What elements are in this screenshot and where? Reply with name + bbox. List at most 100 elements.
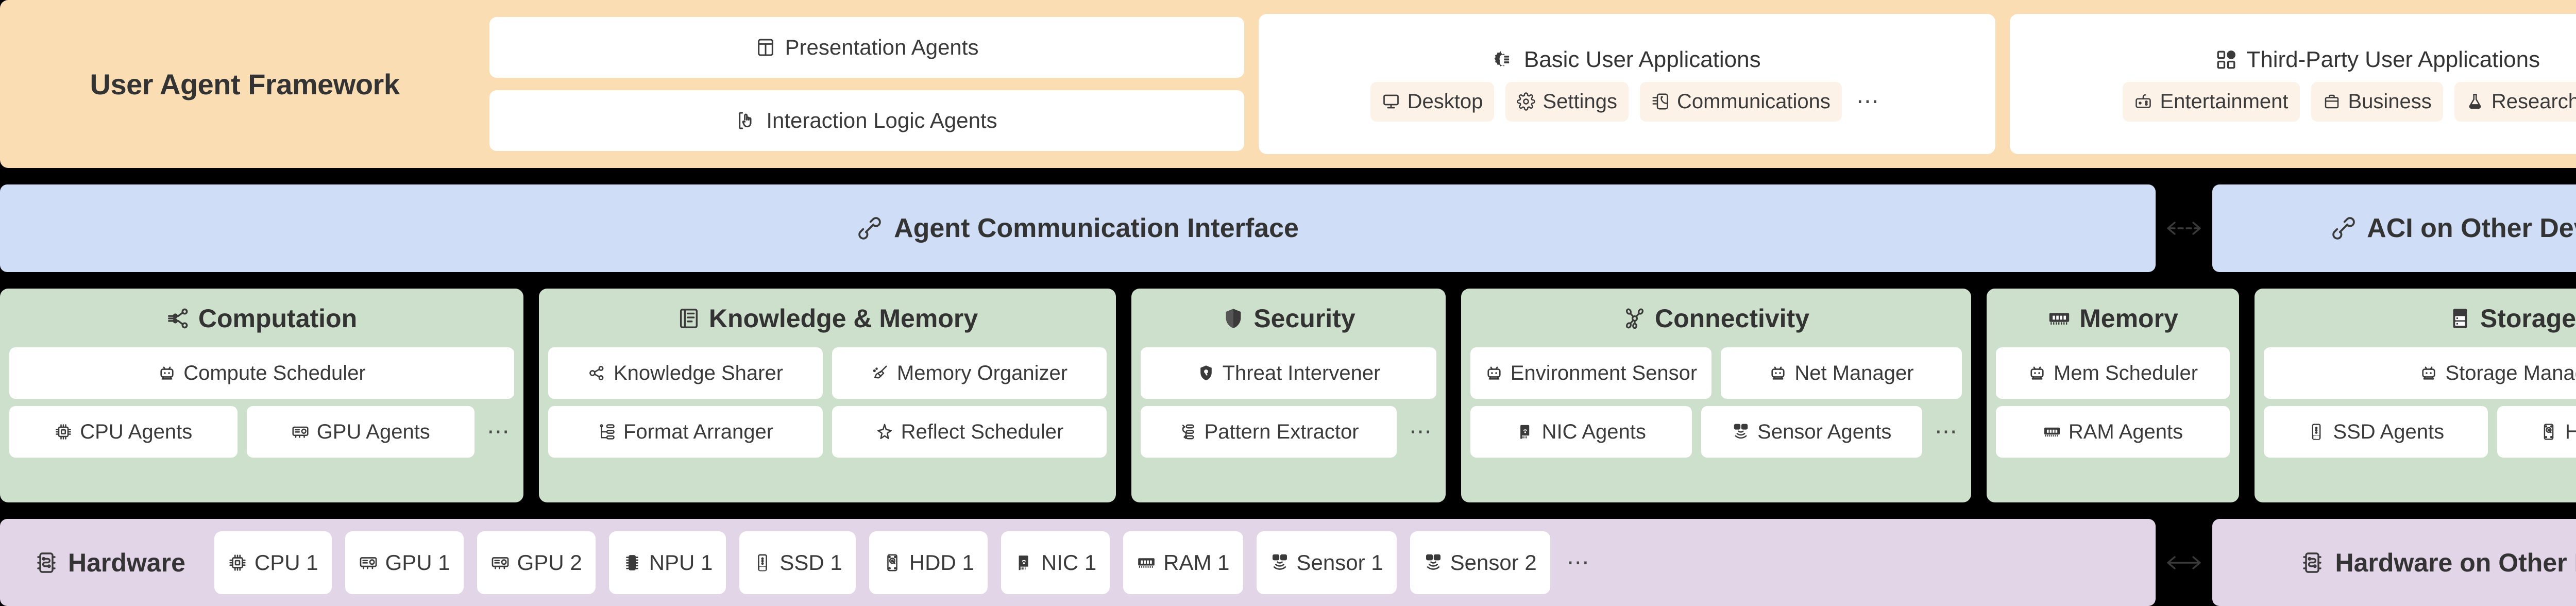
app-chip-entertainment[interactable]: Entertainment xyxy=(2123,81,2300,122)
capability-card-ram-agents[interactable]: RAM Agents xyxy=(1996,406,2230,458)
hardware-more-ellipsis[interactable]: ⋯ xyxy=(1566,549,1591,575)
user-agent-framework-title: User Agent Framework xyxy=(90,68,400,100)
hardware-device-ssd-1[interactable]: SSD 1 xyxy=(739,531,856,594)
hardware-device-ram-1[interactable]: RAM 1 xyxy=(1123,531,1243,594)
hardware-device-npu-1[interactable]: NPU 1 xyxy=(608,531,726,594)
aci-on-other-devices-band[interactable]: ACI on Other Devices xyxy=(2212,184,2576,272)
sensor-wave-icon xyxy=(1270,553,1290,573)
app-chip-research[interactable]: Research xyxy=(2454,81,2576,122)
hardware-on-other-devices-band[interactable]: Hardware on Other Devices xyxy=(2212,519,2576,606)
sparkle-star-icon xyxy=(875,423,894,441)
capability-secondary-row-storage: SSD Agents HDD Agents ⋯ xyxy=(2264,406,2576,458)
capability-card-hdd-agents[interactable]: HDD Agents xyxy=(2497,406,2576,458)
hardware-device-gpu-2[interactable]: GPU 2 xyxy=(477,531,596,594)
capability-title-storage: Storage xyxy=(2480,304,2576,333)
cpu-chip-icon xyxy=(228,553,247,573)
broom-icon xyxy=(871,364,890,382)
capability-title-computation: Computation xyxy=(198,304,358,333)
gpu-card-icon xyxy=(490,553,510,573)
capability-column-knowledge-memory: Knowledge & Memory Knowledge Sharer xyxy=(539,289,1116,502)
robot-icon xyxy=(2028,364,2046,382)
app-chip-settings-label: Settings xyxy=(1543,90,1617,113)
hardware-device-sensor-2-label: Sensor 2 xyxy=(1450,550,1537,575)
agent-communication-interface-band[interactable]: Agent Communication Interface xyxy=(0,184,2156,272)
capability-card-sensor-agents-label: Sensor Agents xyxy=(1757,420,1892,443)
capability-card-environment-sensor-label: Environment Sensor xyxy=(1510,361,1698,384)
capability-card-ssd-agents[interactable]: SSD Agents xyxy=(2264,406,2488,458)
capability-card-format-arranger-label: Format Arranger xyxy=(623,420,774,443)
capability-card-sensor-agents[interactable]: Sensor Agents xyxy=(1701,406,1922,458)
capability-column-connectivity: Connectivity Environment Sensor xyxy=(1461,289,1971,502)
capability-card-storage-manager-label: Storage Manager xyxy=(2445,361,2576,384)
capability-column-memory: Memory Mem Scheduler xyxy=(1987,289,2239,502)
sensor-wave-icon xyxy=(1423,553,1443,573)
bidirectional-arrow-icon xyxy=(2156,184,2212,272)
ssd-drive-icon xyxy=(753,553,772,573)
app-chip-settings[interactable]: Settings xyxy=(1505,81,1629,122)
capability-card-format-arranger[interactable]: Format Arranger xyxy=(548,406,823,458)
hardware-device-sensor-2[interactable]: Sensor 2 xyxy=(1410,531,1550,594)
security-more-ellipsis[interactable]: ⋯ xyxy=(1409,419,1433,445)
app-chip-business[interactable]: Business xyxy=(2311,81,2443,122)
capability-card-net-manager[interactable]: Net Manager xyxy=(1721,347,1962,399)
hardware-chip-icon xyxy=(34,550,59,575)
capability-card-mem-scheduler[interactable]: Mem Scheduler xyxy=(1996,347,2230,399)
connectivity-more-ellipsis[interactable]: ⋯ xyxy=(1935,419,1959,445)
capability-card-compute-scheduler[interactable]: Compute Scheduler xyxy=(9,347,514,399)
third-party-user-applications-group: Third-Party User Applications Entertainm… xyxy=(2009,14,2576,154)
hardware-device-gpu-1[interactable]: GPU 1 xyxy=(345,531,464,594)
capability-title-security: Security xyxy=(1253,304,1355,333)
capability-title-security-row: Security xyxy=(1222,297,1355,340)
interaction-logic-agents-card[interactable]: Interaction Logic Agents xyxy=(489,90,1244,151)
capability-title-knowledge-memory: Knowledge & Memory xyxy=(708,304,978,333)
capability-primary-row-knowledge-memory: Knowledge Sharer Memory Organizer xyxy=(548,347,1107,399)
briefcase-icon xyxy=(2323,92,2341,111)
capability-card-gpu-agents[interactable]: GPU Agents xyxy=(246,406,474,458)
capability-secondary-row-connectivity: NIC Agents Sensor Agents ⋯ xyxy=(1470,406,1962,458)
capability-card-nic-agents[interactable]: NIC Agents xyxy=(1470,406,1692,458)
capability-card-ram-agents-label: RAM Agents xyxy=(2068,420,2183,443)
hardware-device-sensor-1-label: Sensor 1 xyxy=(1296,550,1383,575)
basic-apps-more-ellipsis[interactable]: ⋯ xyxy=(1856,89,1880,114)
capability-card-gpu-agents-label: GPU Agents xyxy=(316,420,430,443)
hardware-device-gpu-1-label: GPU 1 xyxy=(385,550,450,575)
presentation-agents-card[interactable]: Presentation Agents xyxy=(489,17,1244,78)
capability-card-pattern-extractor-label: Pattern Extractor xyxy=(1204,420,1359,443)
third-party-user-applications-items: Entertainment Business xyxy=(2123,81,2576,122)
capability-card-threat-intervener[interactable]: Threat Intervener xyxy=(1141,347,1436,399)
app-chip-communications[interactable]: Communications xyxy=(1639,81,1842,122)
app-chip-research-label: Research xyxy=(2491,90,2576,113)
capability-card-pattern-extractor[interactable]: Pattern Extractor xyxy=(1141,406,1397,458)
capability-card-storage-manager[interactable]: Storage Manager xyxy=(2264,347,2576,399)
capability-card-compute-scheduler-label: Compute Scheduler xyxy=(183,361,366,384)
capability-title-computation-row: Computation xyxy=(166,297,357,340)
hardware-device-cpu-1-label: CPU 1 xyxy=(254,550,318,575)
circuit-icon xyxy=(166,307,190,330)
capability-card-reflect-scheduler[interactable]: Reflect Scheduler xyxy=(832,406,1107,458)
hardware-device-cpu-1[interactable]: CPU 1 xyxy=(214,531,332,594)
capability-card-reflect-scheduler-label: Reflect Scheduler xyxy=(901,420,1064,443)
capability-columns-layer: Computation Compute Scheduler xyxy=(0,289,2576,502)
capability-column-computation: Computation Compute Scheduler xyxy=(0,289,523,502)
hardware-device-nic-1[interactable]: NIC 1 xyxy=(1001,531,1110,594)
capability-primary-row-storage: Storage Manager xyxy=(2264,347,2576,399)
agent-communication-interface-label: Agent Communication Interface xyxy=(894,213,1299,243)
capability-card-knowledge-sharer[interactable]: Knowledge Sharer xyxy=(548,347,823,399)
ram-stick-icon xyxy=(2043,423,2061,441)
phone-message-icon xyxy=(1651,92,1670,111)
hardware-layer: Hardware CPU 1 xyxy=(0,519,2576,606)
capability-card-cpu-agents[interactable]: CPU Agents xyxy=(9,406,238,458)
computation-more-ellipsis[interactable]: ⋯ xyxy=(487,419,511,445)
ssd-drive-icon xyxy=(2307,423,2326,441)
third-party-user-applications-title-row: Third-Party User Applications xyxy=(2215,47,2540,73)
basic-user-applications-title-row: Basic User Applications xyxy=(1493,47,1761,73)
capability-card-environment-sensor[interactable]: Environment Sensor xyxy=(1470,347,1711,399)
capability-card-memory-organizer[interactable]: Memory Organizer xyxy=(832,347,1107,399)
app-chip-desktop[interactable]: Desktop xyxy=(1370,81,1495,122)
presentation-agents-label: Presentation Agents xyxy=(785,35,979,59)
hardware-device-hdd-1[interactable]: HDD 1 xyxy=(869,531,988,594)
hardware-device-sensor-1[interactable]: Sensor 1 xyxy=(1256,531,1397,594)
interaction-logic-agents-label: Interaction Logic Agents xyxy=(766,108,997,132)
pattern-flow-icon xyxy=(1178,423,1197,441)
